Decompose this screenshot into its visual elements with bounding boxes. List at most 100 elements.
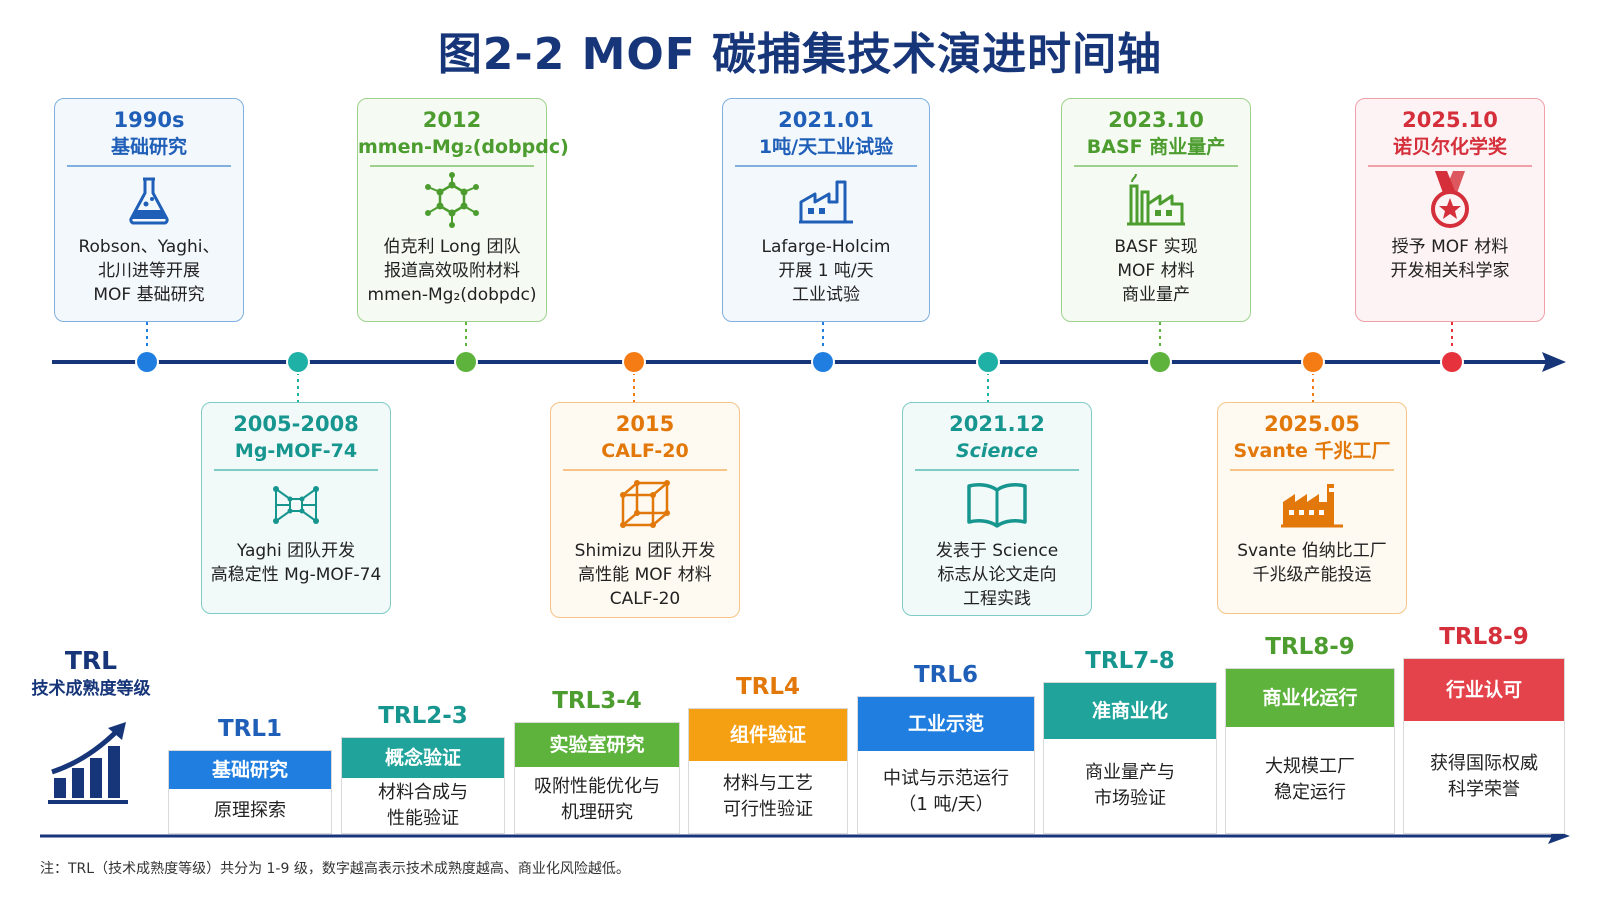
event-subtitle: 基础研究 [110, 136, 187, 158]
trl-level-label: TRL1 [217, 716, 283, 742]
event-subtitle: Mg-MOF-74 [234, 440, 358, 462]
trl-description-line: 材料与工艺 [723, 773, 813, 794]
trl-description-line: 机理研究 [561, 802, 633, 823]
trl-description-line: 吸附性能优化与 [534, 776, 660, 797]
trl-stage-label: 基础研究 [169, 751, 331, 789]
event-description-line: 工程实践 [963, 588, 1031, 609]
event-subtitle: mmen-Mg₂(dobpdc) [358, 136, 569, 158]
event-description-line: Lafarge-Holcim [761, 236, 891, 257]
trl-step-1: 基础研究原理探索 [168, 750, 332, 834]
event-description-line: 高性能 MOF 材料 [578, 564, 712, 585]
event-description-line: 商业量产 [1122, 284, 1190, 305]
trl-level-label: TRL8-9 [1439, 624, 1529, 650]
trl-description-line: 商业量产与 [1085, 762, 1175, 783]
event-year: 2021.01 [778, 108, 874, 132]
flask-icon [55, 167, 243, 235]
trl-stage-label: 组件验证 [689, 709, 847, 761]
timeline-dot-halo [622, 350, 646, 374]
trl-step-7: 商业化运行大规模工厂稳定运行 [1225, 668, 1395, 834]
event-year: 2023.10 [1108, 108, 1204, 132]
growth-chart-icon [48, 722, 128, 804]
timeline-dot [1442, 352, 1462, 372]
timeline-dot [456, 352, 476, 372]
event-description: Svante 伯纳比工厂千兆级产能投运 [1218, 539, 1406, 587]
event-description-line: 授予 MOF 材料 [1391, 236, 1509, 257]
medal-icon [1356, 167, 1544, 235]
event-description-line: 标志从论文走向 [937, 564, 1057, 585]
timeline-dot [288, 352, 308, 372]
trl-step-4: 组件验证材料与工艺可行性验证 [688, 708, 848, 834]
trl-step-3: 实验室研究吸附性能优化与机理研究 [514, 722, 680, 834]
event-description-line: Robson、Yaghi、 [78, 236, 220, 257]
trl-description-line: 中试与示范运行 [883, 768, 1009, 789]
event-description-line: 报道高效吸附材料 [384, 260, 520, 281]
trl-description-line: 性能验证 [387, 807, 459, 829]
event-year: 2021.12 [949, 412, 1045, 436]
event-description: 授予 MOF 材料开发相关科学家 [1356, 235, 1544, 283]
trl-step-5: 工业示范中试与示范运行 （1 吨/天） [857, 696, 1035, 834]
trl-stage-label: 概念验证 [342, 738, 504, 778]
event-year: 1990s [113, 108, 185, 132]
event-subtitle: Svante 千兆工厂 [1233, 440, 1391, 462]
event-description-line: MOF 基础研究 [93, 284, 205, 305]
page-title: 图2-2 MOF 碳捕集技术演进时间轴 [437, 29, 1163, 80]
trl-stage-label: 实验室研究 [515, 723, 679, 767]
timeline-dot-halo [976, 350, 1000, 374]
timeline-dot [813, 352, 833, 372]
event-description-line: BASF 实现 [1114, 236, 1198, 257]
trl-stage-label: 商业化运行 [1226, 669, 1394, 727]
event-description-line: CALF-20 [609, 588, 681, 609]
trl-stage-description: 商业量产与市场验证 [1044, 739, 1216, 833]
event-description-line: 工业试验 [792, 284, 860, 305]
footnote: 注：TRL（技术成熟度等级）共分为 1-9 级，数字越高表示技术成熟度越高、商业… [40, 861, 630, 877]
timeline-dot [624, 352, 644, 372]
timeline-dot [1303, 352, 1323, 372]
timeline-dot-halo [1301, 350, 1325, 374]
card-divider [1368, 165, 1532, 167]
event-year: 2025.05 [1264, 412, 1360, 436]
card-divider [1074, 165, 1238, 167]
card-divider [915, 469, 1079, 471]
event-description-line: 开展 1 吨/天 [778, 260, 874, 281]
framework-icon [202, 471, 390, 539]
event-description-line: 千兆级产能投运 [1252, 564, 1372, 585]
trl-title-main: TRL [64, 646, 118, 675]
event-description-line: 发表于 Science [935, 540, 1059, 561]
event-year: 2012 [422, 108, 482, 132]
trl-stage-description: 材料合成与性能验证 [342, 778, 504, 833]
trl-legend: TRL 技术成熟度等级 [24, 646, 158, 814]
trl-stage-label: 工业示范 [858, 697, 1034, 751]
trl-step-2: 概念验证材料合成与性能验证 [341, 737, 505, 834]
event-description-line: MOF 材料 [1117, 260, 1195, 281]
event-subtitle: 诺贝尔化学奖 [1392, 136, 1507, 158]
trl-description-line: 可行性验证 [723, 799, 813, 820]
event-description-line: 开发相关科学家 [1390, 260, 1510, 281]
event-subtitle: BASF 商业量产 [1086, 136, 1226, 158]
trl-description-line: 稳定运行 [1274, 782, 1346, 803]
event-card-top-2: 2021.01 1吨/天工业试验 Lafarge-Holcim 开展 1 吨/天工业试… [722, 98, 930, 322]
trl-level-label: TRL2-3 [378, 703, 468, 729]
card-divider [370, 165, 534, 167]
trl-description-line: （1 吨/天） [898, 794, 994, 815]
event-description: 发表于 Science 标志从论文走向工程实践 [903, 539, 1091, 611]
trl-level-label: TRL6 [913, 662, 979, 688]
event-year: 2005-2008 [233, 412, 359, 436]
trl-step-8: 行业认可获得国际权威科学荣誉 [1403, 658, 1565, 834]
cube-lattice-icon [551, 471, 739, 539]
timeline-dot [978, 352, 998, 372]
event-subtitle: 1吨/天工业试验 [758, 136, 894, 158]
timeline-dot-halo [454, 350, 478, 374]
event-description-line: mmen-Mg₂(dobpdc) [367, 284, 537, 305]
event-subtitle: Science [955, 440, 1039, 462]
timeline-dot [1150, 352, 1170, 372]
event-subtitle: CALF-20 [601, 440, 689, 462]
